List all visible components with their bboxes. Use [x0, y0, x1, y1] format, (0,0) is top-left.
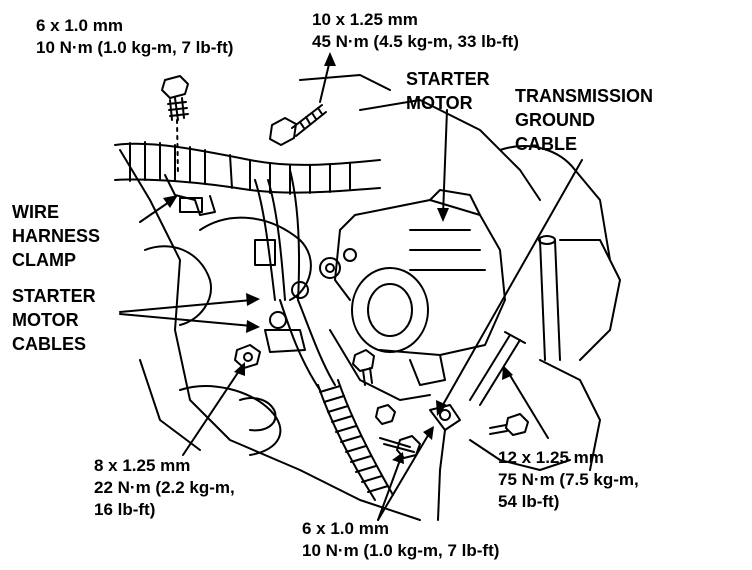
bolt-bottom-center-2	[352, 349, 375, 386]
bolt-top-center-spec: 10 x 1.25 mm 45 N·m (4.5 kg-m, 33 lb-ft)	[312, 9, 519, 53]
right-pipe	[538, 235, 561, 361]
bolt-bottom-center-spec: 6 x 1.0 mm 10 N·m (1.0 kg-m, 7 lb-ft)	[302, 518, 499, 562]
wire-harness-clamp-line1: WIRE	[12, 202, 59, 222]
bolt-top-left-spec: 6 x 1.0 mm 10 N·m (1.0 kg-m, 7 lb-ft)	[36, 15, 233, 59]
bolt-top-left	[161, 75, 189, 121]
bolt-lower-center-3	[375, 404, 396, 425]
transmission-ground-cable-line1: TRANSMISSION	[515, 86, 654, 106]
starter-motor-label-line2: MOTOR	[406, 93, 473, 113]
bolt-bottom-center-torque: 10 N·m (1.0 kg-m, 7 lb-ft)	[302, 541, 500, 560]
engine-block-outline	[119, 74, 621, 521]
wire-harness-tube	[114, 141, 381, 195]
wire-harness-clamp	[164, 174, 216, 216]
starter-motor-cables-line3: CABLES	[12, 334, 87, 354]
bolt-bottom-right-size: 12 x 1.25 mm	[498, 448, 604, 467]
transmission-ground-cable-line3: CABLE	[515, 134, 577, 154]
transmission-ground-cable	[429, 404, 461, 521]
bolt-bottom-right	[489, 413, 529, 436]
bolt-bottom-left	[234, 344, 261, 369]
wire-harness-clamp-line3: CLAMP	[12, 250, 76, 270]
starter-motor-label-line1: STARTER	[406, 69, 490, 89]
arrowheads	[163, 52, 513, 464]
bolt-bottom-left-torque: 22 N·m (2.2 kg-m,	[94, 478, 235, 497]
bolt-bottom-left-spec: 8 x 1.25 mm 22 N·m (2.2 kg-m, 16 lb-ft)	[94, 455, 235, 521]
wire-harness-clamp-line2: HARNESS	[12, 226, 101, 246]
bolt-top-center-size: 10 x 1.25 mm	[312, 10, 418, 29]
bolt-bottom-left-size: 8 x 1.25 mm	[94, 456, 191, 475]
starter-motor-cables-label: STARTER MOTOR CABLES	[12, 284, 96, 356]
bolt-top-left-size: 6 x 1.0 mm	[36, 16, 123, 35]
starter-motor-cables-line1: STARTER	[12, 286, 96, 306]
bolt-bottom-right-spec: 12 x 1.25 mm 75 N·m (7.5 kg-m, 54 lb-ft)	[498, 447, 639, 513]
wire-harness-clamp-label: WIRE HARNESS CLAMP	[12, 200, 100, 272]
starter-motor-body	[319, 189, 506, 386]
starter-motor-label: STARTER MOTOR	[406, 67, 490, 115]
bolt-top-center	[269, 104, 327, 146]
bolt-bottom-right-torque: 75 N·m (7.5 kg-m,	[498, 470, 639, 489]
bolt-top-left-torque: 10 N·m (1.0 kg-m, 7 lb-ft)	[36, 38, 234, 57]
long-bolt	[469, 331, 526, 406]
transmission-ground-cable-label: TRANSMISSION GROUND CABLE	[515, 84, 653, 156]
leader-lines	[119, 59, 583, 521]
bolt-bottom-right-torque-cont: 54 lb-ft)	[498, 492, 560, 511]
bolt-top-center-torque: 45 N·m (4.5 kg-m, 33 lb-ft)	[312, 32, 519, 51]
bolt-bottom-center-size: 6 x 1.0 mm	[302, 519, 389, 538]
starter-motor-cables-line2: MOTOR	[12, 310, 79, 330]
starter-motor-cables	[254, 169, 336, 391]
lower-cable-tube	[317, 379, 394, 501]
bolt-bottom-left-torque-cont: 16 lb-ft)	[94, 500, 156, 519]
transmission-ground-cable-line2: GROUND	[515, 110, 595, 130]
